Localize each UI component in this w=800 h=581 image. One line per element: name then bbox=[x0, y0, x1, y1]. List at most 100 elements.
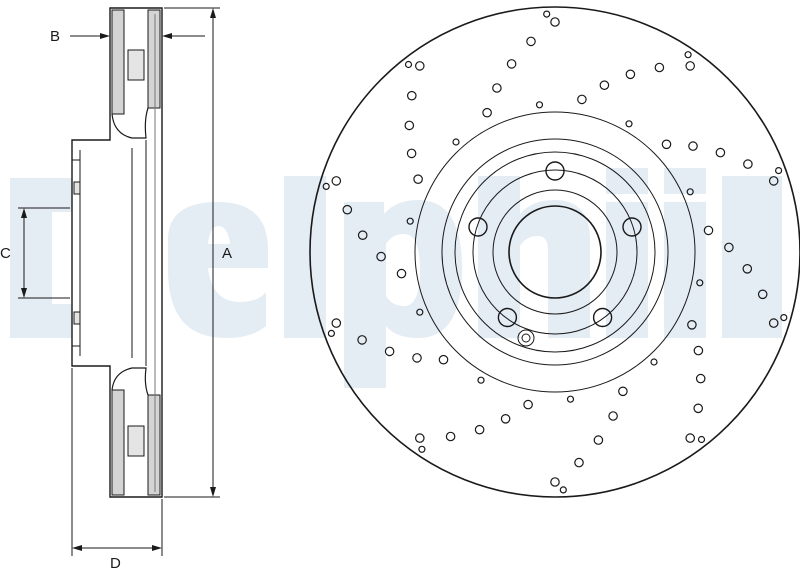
drilled-hole bbox=[715, 147, 726, 158]
drilled-hole bbox=[593, 435, 604, 445]
inner-cheek-top bbox=[111, 9, 125, 115]
drilled-hole bbox=[650, 358, 658, 366]
bolt-hole bbox=[592, 307, 613, 328]
drilled-hole bbox=[566, 395, 575, 403]
drilled-hole bbox=[695, 373, 706, 384]
drilled-hole bbox=[599, 80, 610, 90]
drilled-hole bbox=[526, 36, 536, 47]
locating-hole-inner bbox=[521, 333, 531, 343]
drilled-hole bbox=[688, 141, 698, 151]
drilled-hole bbox=[406, 217, 414, 225]
bolt-hole bbox=[468, 217, 488, 237]
vent-vane-bottom bbox=[127, 425, 145, 457]
drilled-hole bbox=[418, 445, 426, 453]
disc-side-profile bbox=[71, 7, 163, 498]
drilled-hole bbox=[608, 411, 618, 421]
cross-drilled-holes bbox=[322, 10, 788, 494]
hat-outer-ring bbox=[441, 138, 669, 366]
drilled-hole bbox=[559, 486, 567, 494]
inner-cheek-bottom bbox=[111, 389, 125, 496]
drilled-hole bbox=[412, 353, 422, 363]
drilled-hole bbox=[577, 94, 587, 105]
outer-cheek-bottom bbox=[147, 394, 161, 496]
drilled-hole bbox=[618, 386, 628, 397]
drilled-hole bbox=[697, 435, 706, 444]
drilled-hole bbox=[506, 59, 517, 69]
drilled-hole bbox=[757, 289, 768, 300]
drilled-hole bbox=[724, 242, 734, 253]
drilled-hole bbox=[696, 279, 704, 287]
drilled-hole bbox=[477, 376, 485, 384]
drilled-hole bbox=[693, 345, 704, 356]
drilled-hole bbox=[535, 101, 544, 109]
drilled-hole bbox=[625, 120, 633, 128]
dimension-label-a: A bbox=[222, 245, 233, 262]
drilled-hole bbox=[742, 263, 753, 274]
drilled-hole bbox=[416, 308, 424, 316]
profile-outline bbox=[71, 7, 163, 498]
hat-neck-bottom bbox=[111, 367, 149, 396]
drilled-hole bbox=[625, 69, 636, 80]
drilled-hole bbox=[661, 139, 672, 150]
drilled-hole bbox=[414, 61, 425, 71]
drilled-hole bbox=[685, 433, 695, 443]
disc-front-view bbox=[309, 6, 800, 498]
drilled-hole bbox=[500, 413, 511, 424]
disc-outer-edge bbox=[309, 6, 800, 498]
drilled-hole bbox=[780, 314, 788, 322]
outer-cheek-top bbox=[147, 9, 161, 109]
drilled-hole bbox=[768, 318, 779, 328]
bolt-circle-ring bbox=[472, 169, 638, 335]
drilled-hole bbox=[438, 354, 449, 365]
hub-flange-ring bbox=[492, 189, 618, 315]
locating-hole bbox=[517, 329, 535, 347]
drilled-hole bbox=[357, 230, 368, 240]
dimension-label-b: B bbox=[50, 28, 61, 45]
drilled-hole bbox=[743, 159, 753, 169]
drilled-hole bbox=[550, 17, 560, 27]
drilled-hole bbox=[357, 335, 367, 345]
drilled-hole bbox=[693, 403, 703, 414]
wheel-bolt-holes bbox=[468, 161, 642, 328]
drilled-hole bbox=[342, 204, 353, 215]
drilled-hole bbox=[406, 148, 417, 159]
bolt-hole bbox=[497, 307, 518, 328]
drilled-hole bbox=[684, 51, 692, 59]
drilled-hole bbox=[404, 60, 413, 69]
drilled-hole bbox=[686, 188, 694, 196]
dimension-label-d: D bbox=[110, 555, 121, 572]
drilled-hole bbox=[703, 225, 714, 236]
drilled-hole bbox=[685, 61, 695, 71]
drilled-hole bbox=[414, 433, 425, 443]
drilled-hole bbox=[543, 10, 551, 18]
drilled-hole bbox=[445, 431, 456, 442]
drilled-hole bbox=[327, 329, 335, 337]
drilled-hole bbox=[774, 167, 783, 175]
drilled-hole bbox=[768, 176, 779, 186]
bolt-hole bbox=[622, 217, 642, 237]
drilled-hole bbox=[376, 251, 386, 262]
drilled-hole bbox=[550, 477, 560, 487]
center-bore bbox=[508, 205, 602, 299]
drilled-hole bbox=[331, 176, 342, 186]
hat-step-ring bbox=[454, 151, 656, 353]
drilled-hole bbox=[523, 399, 533, 410]
bolt-seat-top bbox=[73, 181, 81, 195]
drilled-hole bbox=[413, 174, 423, 184]
drilled-hole bbox=[574, 457, 584, 468]
bolt-seat-bottom bbox=[73, 311, 81, 325]
drilled-hole bbox=[452, 138, 460, 146]
drilled-hole bbox=[482, 107, 492, 118]
vent-vane-top bbox=[127, 49, 145, 81]
hat-neck-top bbox=[111, 107, 149, 139]
drilled-hole bbox=[687, 319, 697, 330]
drilled-hole bbox=[396, 268, 407, 279]
drilled-hole bbox=[474, 424, 485, 435]
drilled-hole bbox=[331, 318, 342, 328]
dimension-lines bbox=[18, 7, 220, 556]
dimension-label-c: C bbox=[0, 245, 11, 262]
drilled-hole bbox=[384, 346, 395, 357]
drilled-hole bbox=[406, 90, 417, 101]
